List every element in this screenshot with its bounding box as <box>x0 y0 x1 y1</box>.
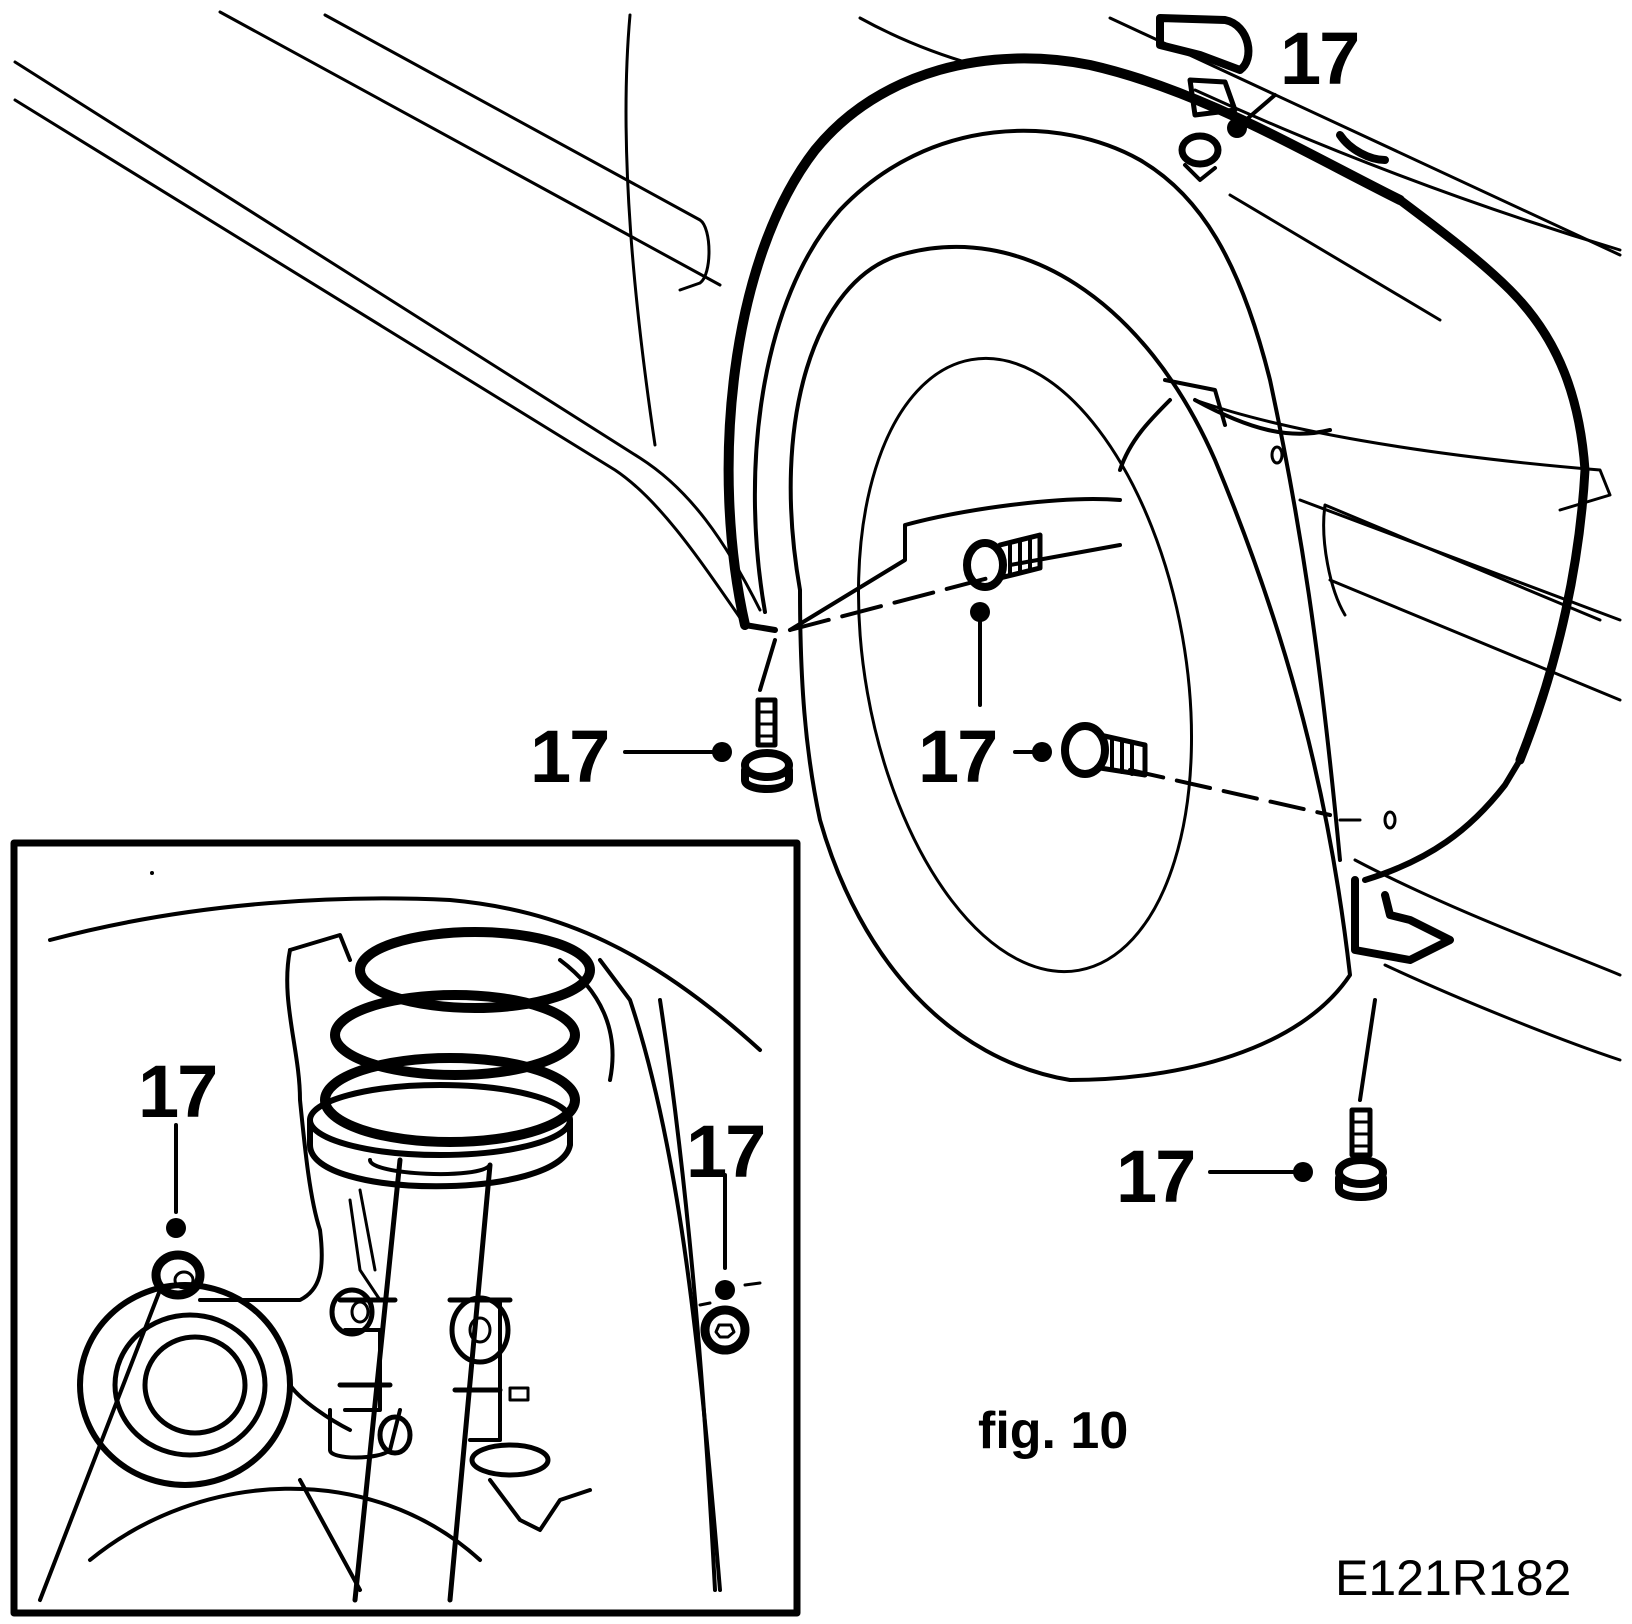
inset-frame <box>10 839 801 1617</box>
callout-inset-left: 17 <box>138 1050 218 1133</box>
inset-fasteners <box>151 1123 762 1355</box>
screw-lower-middle-icon <box>1061 722 1148 778</box>
main-leaders <box>623 93 1377 1182</box>
screw-upper-middle-icon <box>963 532 1043 591</box>
callout-top-clip: 17 <box>1280 17 1360 100</box>
screw-left-icon <box>741 697 793 793</box>
car-body-lines <box>13 10 1622 1062</box>
callout-left-screw: 17 <box>530 715 610 798</box>
top-clip-icon <box>1156 14 1389 182</box>
wheel-arch-liner <box>723 53 1590 964</box>
main-fasteners <box>741 14 1389 1201</box>
callout-inset-right: 17 <box>686 1110 766 1193</box>
figure-label: fig. 10 <box>978 1402 1129 1460</box>
callout-bottom-right-screw: 17 <box>1116 1135 1196 1218</box>
drawing-code: E121R182 <box>1335 1550 1572 1606</box>
inset-strut <box>38 896 762 1603</box>
callout-middle-screw: 17 <box>918 715 998 798</box>
screw-bottom-right-icon <box>1335 1107 1387 1201</box>
wheel <box>788 245 1352 1082</box>
